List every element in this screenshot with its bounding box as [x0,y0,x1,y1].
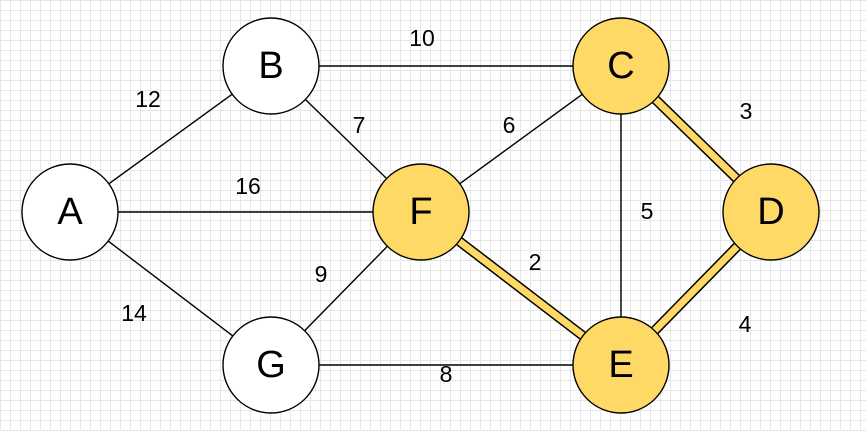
nodes-layer: A B C D E F G [21,17,820,414]
node-F-circle [372,163,470,261]
edge-weight-C-E: 5 [641,198,654,224]
node-A-label: A [57,191,83,233]
edge-weight-A-G: 14 [121,300,147,326]
edge-F-E-highlight [456,238,586,339]
edge-G-F [304,245,388,332]
node-B-circle [222,17,320,115]
node-F-label: F [409,191,432,233]
edge-weight-F-E: 2 [529,249,542,275]
node-E-circle [572,316,670,414]
node-D-label: D [757,191,784,233]
node-B-label: B [258,45,283,87]
node-B[interactable]: B [222,17,320,115]
node-C-circle [572,17,670,115]
node-G-circle [222,316,320,414]
edge-weight-E-D: 4 [739,311,752,337]
edge-weight-C-D: 3 [740,98,753,124]
edge-weight-G-E: 8 [440,361,453,387]
edge-labels-layer: 12 16 14 10 7 9 8 6 5 2 3 4 [121,25,752,387]
node-D[interactable]: D [722,163,820,261]
node-E[interactable]: E [572,316,670,414]
edge-A-G [107,240,234,337]
node-E-label: E [608,344,633,386]
edge-weight-A-B: 12 [135,86,161,112]
node-D-circle [722,163,820,261]
edge-weight-B-F: 7 [353,112,366,138]
edge-weight-B-C: 10 [409,25,435,51]
edge-E-D-highlight [652,243,740,334]
node-G-label: G [256,344,286,386]
node-C[interactable]: C [572,17,670,115]
edge-A-B [108,93,233,185]
edge-weight-G-F: 9 [315,261,328,287]
node-C-label: C [607,45,634,87]
edge-weight-A-F: 16 [235,173,261,199]
node-F[interactable]: F [372,163,470,261]
edge-C-D-highlight [652,96,740,182]
edges-layer [107,65,741,366]
edge-B-F [304,98,388,180]
edge-F-C [459,93,583,185]
edge-weight-F-C: 6 [503,112,516,138]
node-A-circle [21,163,119,261]
node-A[interactable]: A [21,163,119,261]
node-G[interactable]: G [222,316,320,414]
